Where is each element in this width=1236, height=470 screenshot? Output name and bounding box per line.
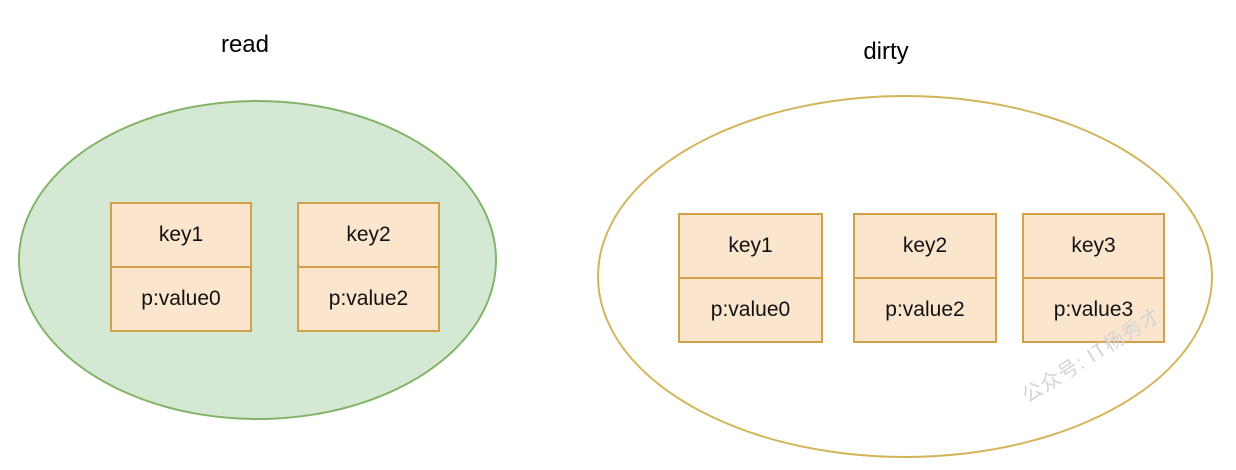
read-entry-key1: key1 p:value0 bbox=[110, 202, 252, 332]
entry-key-cell: key1 bbox=[680, 215, 821, 279]
entry-key-cell: key1 bbox=[112, 204, 250, 268]
read-entry-key2: key2 p:value2 bbox=[297, 202, 440, 332]
entry-key-cell: key2 bbox=[855, 215, 995, 279]
dirty-entry-key3: key3 p:value3 bbox=[1022, 213, 1165, 343]
entry-value-cell: p:value2 bbox=[885, 298, 965, 321]
dirty-map-label: dirty bbox=[863, 38, 909, 65]
entry-value-cell: p:value2 bbox=[328, 287, 409, 310]
dirty-entry-key2: key2 p:value2 bbox=[853, 213, 997, 343]
read-map-label: read bbox=[220, 31, 270, 58]
entry-value-cell: p:value3 bbox=[1053, 298, 1134, 321]
dirty-entry-key1: key1 p:value0 bbox=[678, 213, 823, 343]
entry-value-cell: p:value0 bbox=[141, 287, 221, 310]
entry-key-cell: key3 bbox=[1024, 215, 1163, 279]
entry-key-cell: key2 bbox=[299, 204, 438, 268]
entry-value-cell: p:value0 bbox=[710, 298, 791, 321]
